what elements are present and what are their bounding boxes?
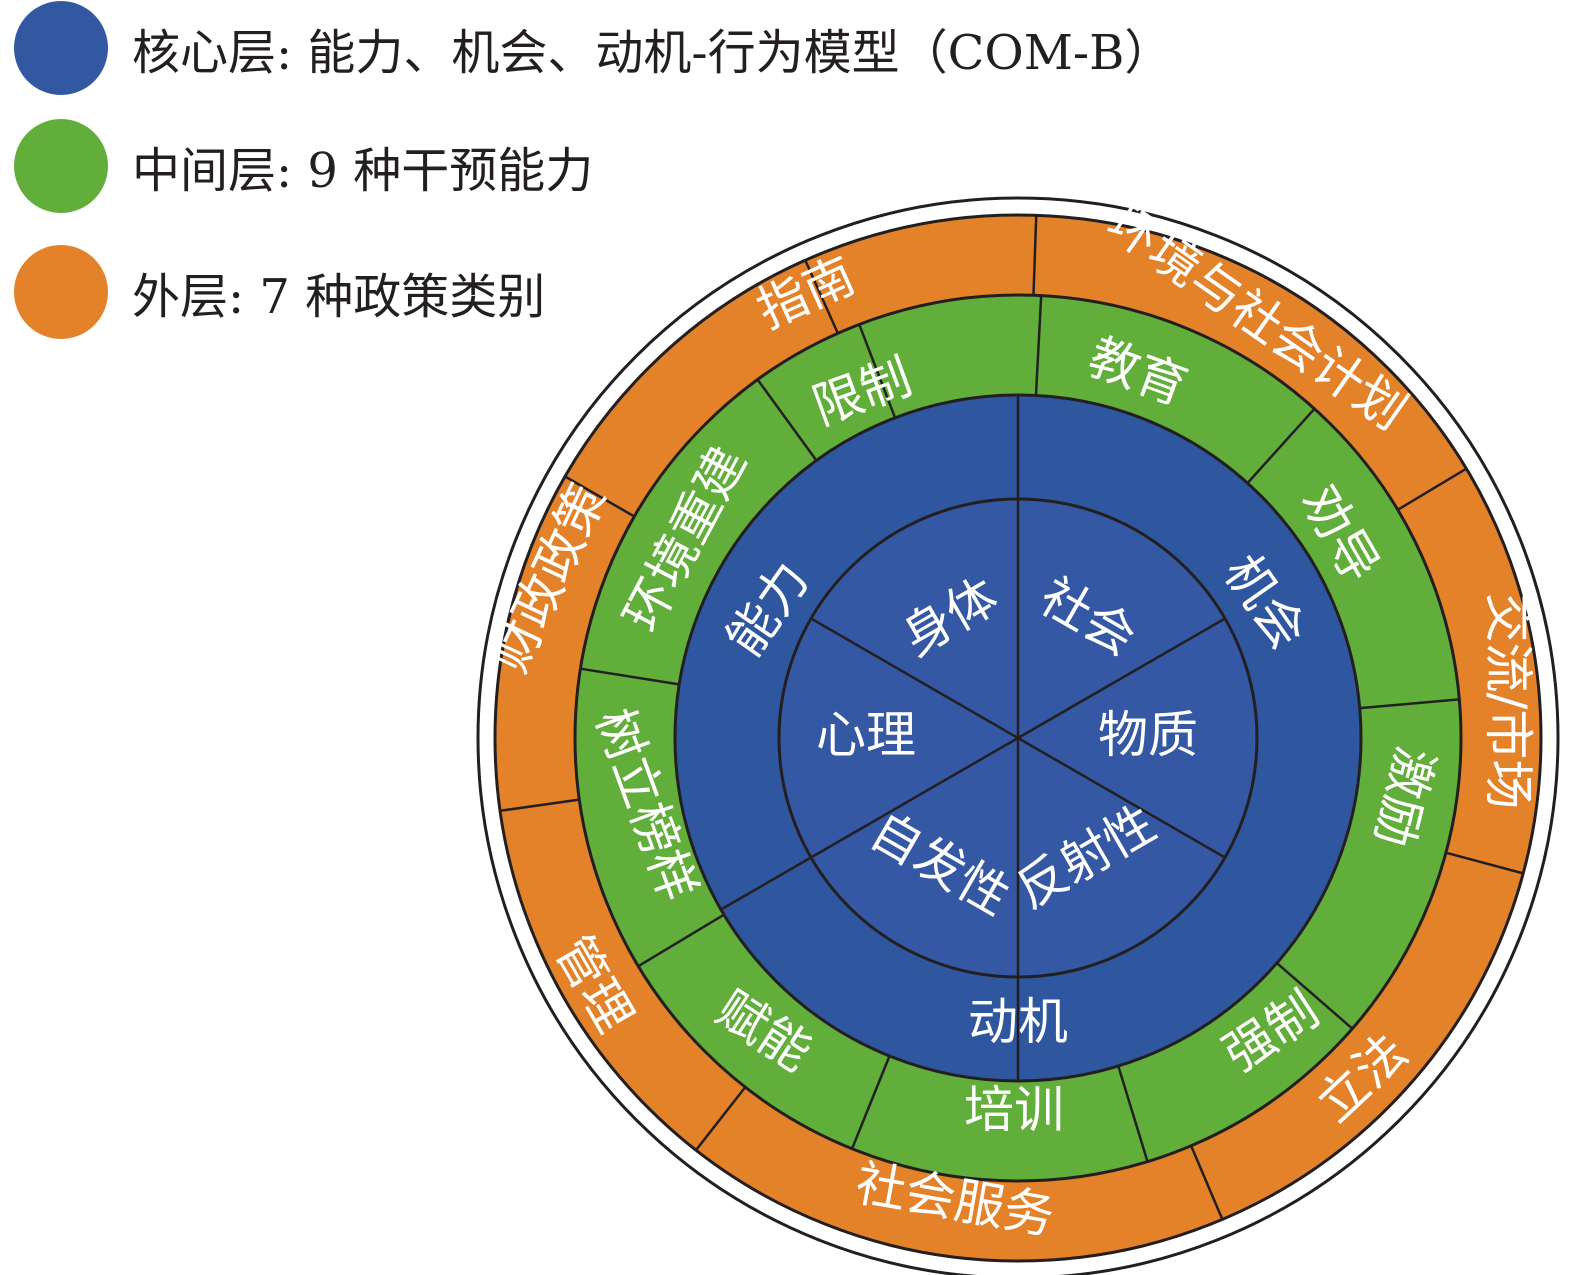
- outer-divider-6: [564, 475, 635, 518]
- inner-label-2: 物质: [1098, 706, 1198, 764]
- inner-spoke-5: [810, 617, 1019, 740]
- middle-divider-7: [637, 913, 725, 968]
- wheel-dividers: [499, 215, 1524, 1220]
- middle-divider-8: [580, 667, 680, 686]
- outer-label-1: 交流/市场: [1479, 593, 1537, 810]
- inner-label-5: 心理: [816, 706, 916, 764]
- legend-item-outer: 外层: 7 种政策类别: [14, 244, 545, 340]
- legend-swatch-core: [14, 1, 108, 95]
- middle-divider-9: [756, 378, 818, 462]
- legend-label-middle: 中间层: 9 种干预能力: [132, 143, 594, 199]
- middle-divider-6: [850, 1055, 891, 1150]
- outer-divider-0: [1032, 215, 1038, 296]
- outer-divider-2: [1445, 851, 1524, 875]
- outer-divider-1: [1397, 467, 1467, 511]
- legend-item-middle: 中间层: 9 种干预能力: [14, 118, 593, 214]
- legend-item-core: 核心层: 能力、机会、动机-行为模型（COM-B）: [14, 0, 1172, 96]
- legend-label-core: 核心层: 能力、机会、动机-行为模型（COM-B）: [132, 25, 1173, 81]
- middle-divider-1: [1034, 295, 1043, 396]
- inner-spoke-4: [810, 736, 1019, 859]
- core-label-2: 动机: [968, 993, 1068, 1051]
- middle-divider-3: [1359, 698, 1460, 710]
- outer-divider-7: [804, 259, 839, 334]
- legend-label-outer: 外层: 7 种政策类别: [132, 269, 546, 325]
- middle-divider-0: [858, 323, 897, 419]
- outer-divider-5: [499, 798, 580, 813]
- inner-spoke-1: [1017, 617, 1226, 740]
- inner-spoke-2: [1017, 736, 1226, 859]
- middle-divider-5: [1117, 1065, 1149, 1163]
- legend-swatch-middle: [14, 119, 108, 213]
- outer-divider-4: [695, 1086, 747, 1151]
- middle-divider-4: [1276, 962, 1354, 1030]
- legend-swatch-outer: [14, 245, 108, 339]
- outer-divider-3: [1189, 1145, 1224, 1220]
- middle-label-4: 培训: [964, 1081, 1064, 1139]
- core-divider-2: [720, 856, 812, 911]
- middle-divider-2: [1246, 407, 1316, 484]
